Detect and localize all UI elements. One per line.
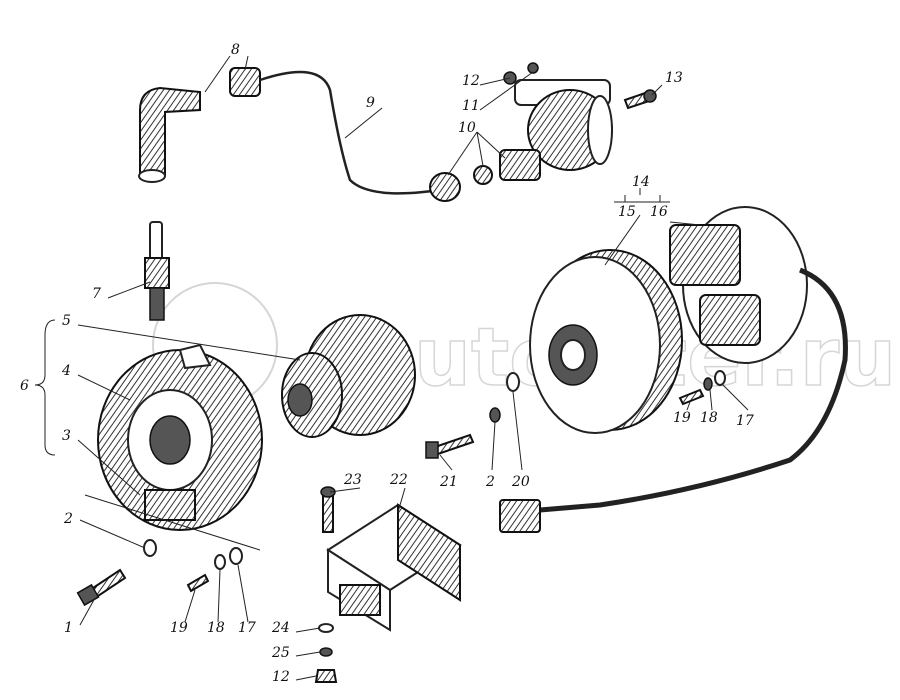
label-3: 3 (62, 428, 71, 444)
stator-plate (499, 206, 848, 533)
label-19: 19 (170, 620, 188, 636)
label-2: 2 (485, 474, 495, 490)
label-17: 17 (736, 413, 754, 429)
spark-plug-cap-and-lead (138, 67, 441, 195)
label-12: 12 (272, 669, 290, 685)
label-17: 17 (238, 620, 256, 636)
label-15: 15 (618, 204, 636, 220)
label-16: 16 (650, 204, 668, 220)
label-14: 14 (632, 174, 650, 190)
stator-housing (97, 343, 263, 531)
part-number-labels: 8 9 12 11 10 13 14 15 16 7 5 6 4 3 2 1 1… (20, 42, 754, 685)
ignition-coil (429, 62, 657, 202)
label-8: 8 (231, 42, 240, 58)
voltage-regulator (326, 503, 462, 632)
label-20: 20 (511, 474, 530, 490)
label-9: 9 (366, 95, 375, 111)
label-12: 12 (462, 73, 480, 89)
label-22: 22 (389, 472, 408, 488)
label-10: 10 (458, 120, 476, 136)
label-2: 2 (63, 511, 73, 527)
label-4: 4 (61, 363, 71, 379)
flywheel (529, 249, 683, 434)
label-1: 1 (64, 620, 73, 636)
rotor (281, 314, 416, 438)
label-18: 18 (207, 620, 225, 636)
label-6: 6 (20, 378, 29, 394)
label-7: 7 (92, 286, 101, 302)
label-19: 19 (673, 410, 691, 426)
label-21: 21 (439, 474, 458, 490)
label-5: 5 (62, 313, 71, 329)
label-13: 13 (665, 70, 683, 86)
label-25: 25 (271, 645, 290, 661)
fasteners (76, 370, 726, 683)
label-23: 23 (343, 472, 362, 488)
label-24: 24 (271, 620, 290, 636)
leader-lines (34, 55, 749, 681)
spark-plug (144, 221, 170, 321)
label-18: 18 (700, 410, 718, 426)
label-11: 11 (462, 98, 480, 114)
